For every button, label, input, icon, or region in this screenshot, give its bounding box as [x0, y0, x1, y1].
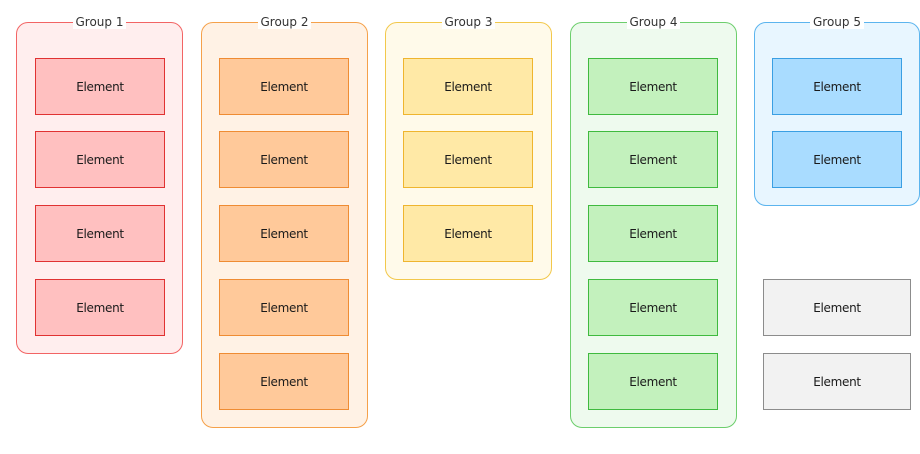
ungrouped-element-2[interactable]: Element: [763, 353, 911, 410]
group-4-element-2[interactable]: Element: [588, 131, 718, 188]
group-5-label: Group 5: [810, 15, 864, 29]
group-2-element-2[interactable]: Element: [219, 131, 349, 188]
group-3-element-1[interactable]: Element: [403, 58, 533, 115]
group-1-element-2[interactable]: Element: [35, 131, 165, 188]
group-2-element-3[interactable]: Element: [219, 205, 349, 262]
group-3-element-2[interactable]: Element: [403, 131, 533, 188]
group-4-element-5[interactable]: Element: [588, 353, 718, 410]
group-4-label: Group 4: [626, 15, 681, 29]
group-2-element-4[interactable]: Element: [219, 279, 349, 336]
group-5-element-2[interactable]: Element: [772, 131, 902, 188]
group-1-element-1[interactable]: Element: [35, 58, 165, 115]
group-2-label: Group 2: [257, 15, 312, 29]
group-2-element-5[interactable]: Element: [219, 353, 349, 410]
group-4-element-3[interactable]: Element: [588, 205, 718, 262]
group-1-element-4[interactable]: Element: [35, 279, 165, 336]
group-3-element-3[interactable]: Element: [403, 205, 533, 262]
group-1-element-3[interactable]: Element: [35, 205, 165, 262]
group-4-element-1[interactable]: Element: [588, 58, 718, 115]
ungrouped-element-1[interactable]: Element: [763, 279, 911, 336]
group-4-element-4[interactable]: Element: [588, 279, 718, 336]
group-3-label: Group 3: [441, 15, 496, 29]
group-2-element-1[interactable]: Element: [219, 58, 349, 115]
group-1-label: Group 1: [72, 15, 127, 29]
group-5-element-1[interactable]: Element: [772, 58, 902, 115]
